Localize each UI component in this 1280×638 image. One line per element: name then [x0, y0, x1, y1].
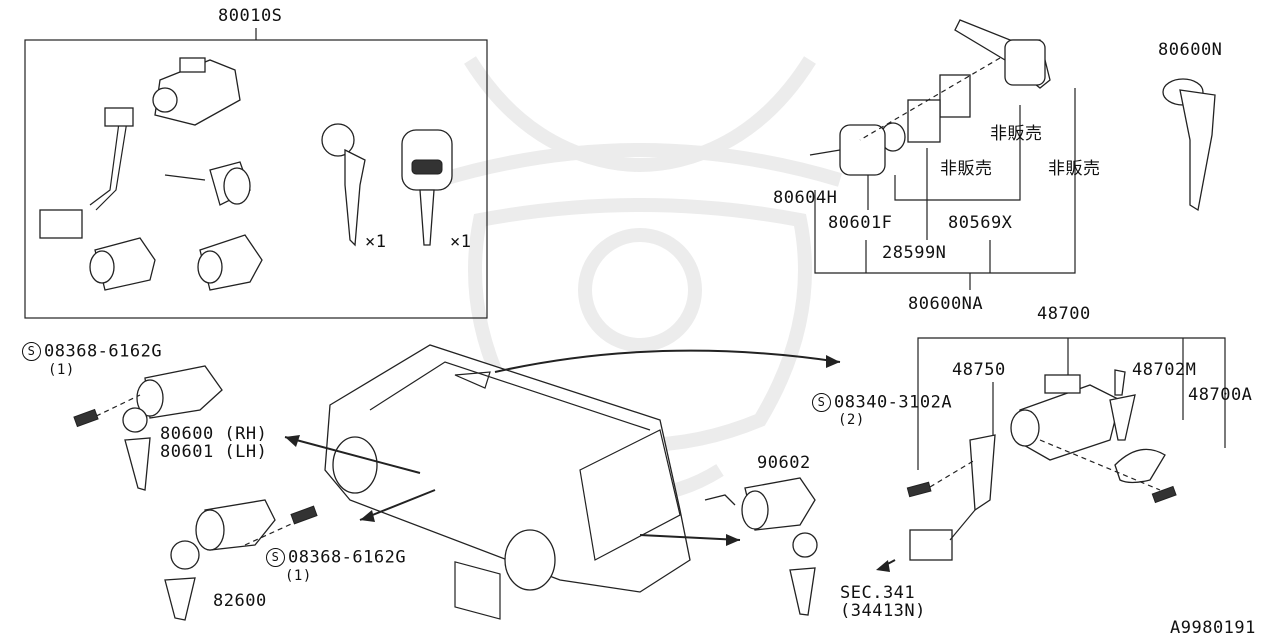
sec-ref-line2: (34413N) [840, 601, 926, 621]
qty-key-1: ×1 [365, 232, 387, 252]
slide-lock-cylinder-part [164, 499, 318, 621]
not-for-sale-1: 非販売 [990, 124, 1043, 144]
diagram-id: A9980191 [1170, 618, 1256, 638]
screw-qty-ignition: (2) [838, 412, 865, 428]
screw-part-number: 08368-6162G [44, 341, 163, 362]
blank-key-part [1162, 78, 1216, 212]
label-28599N: 28599N [882, 243, 947, 263]
door-cylinder-part-1 [89, 237, 156, 291]
label-80600NA: 80600NA [908, 294, 984, 314]
label-48702M: 48702M [1132, 360, 1197, 380]
rear-lock-cylinder-part [704, 477, 818, 616]
glove-box-lock-part [164, 161, 251, 206]
label-80604H: 80604H [773, 188, 838, 208]
wire-harness-part [39, 107, 134, 239]
screw-part-number: 08368-6162G [288, 547, 407, 568]
screw-qty-slide: (1) [285, 568, 312, 584]
keyfob-exploded-parts [809, 19, 1051, 176]
ignition-switch-parts [906, 369, 1177, 561]
ignition-cylinder-part [152, 57, 241, 126]
label-80569X: 80569X [948, 213, 1013, 233]
label-80601-lh: 80601 (LH) [160, 442, 268, 462]
screw-symbol: S [812, 393, 831, 412]
sec-ref-arrowhead [876, 560, 890, 572]
screw-symbol: S [266, 548, 285, 567]
label-48750: 48750 [952, 360, 1006, 380]
label-48700: 48700 [1037, 304, 1091, 324]
door-lock-cylinder-part [73, 365, 223, 491]
keyfob-key-part [401, 129, 453, 246]
not-for-sale-2: 非販売 [940, 159, 993, 179]
screw-part-number: 08340-3102A [834, 392, 953, 413]
van-illustration [324, 344, 691, 620]
label-80601F: 80601F [828, 213, 893, 233]
qty-key-2: ×1 [450, 232, 472, 252]
label-90602: 90602 [757, 453, 811, 473]
screw-symbol: S [22, 342, 41, 361]
label-82600: 82600 [213, 591, 267, 611]
label-80600N: 80600N [1158, 40, 1223, 60]
label-48700A: 48700A [1188, 385, 1253, 405]
door-cylinder-part-2 [197, 234, 263, 291]
ignition-bracket-lines [917, 337, 1226, 470]
screw-qty-door: (1) [48, 362, 75, 378]
sec-ref-line1: SEC.341 [840, 583, 916, 603]
keyfob-leaders [814, 88, 1076, 290]
not-for-sale-3: 非販売 [1048, 159, 1101, 179]
callout-arrows [284, 349, 841, 546]
label-80600-rh: 80600 (RH) [160, 424, 268, 444]
label-80010S: 80010S [218, 6, 283, 26]
key-part [321, 123, 366, 247]
